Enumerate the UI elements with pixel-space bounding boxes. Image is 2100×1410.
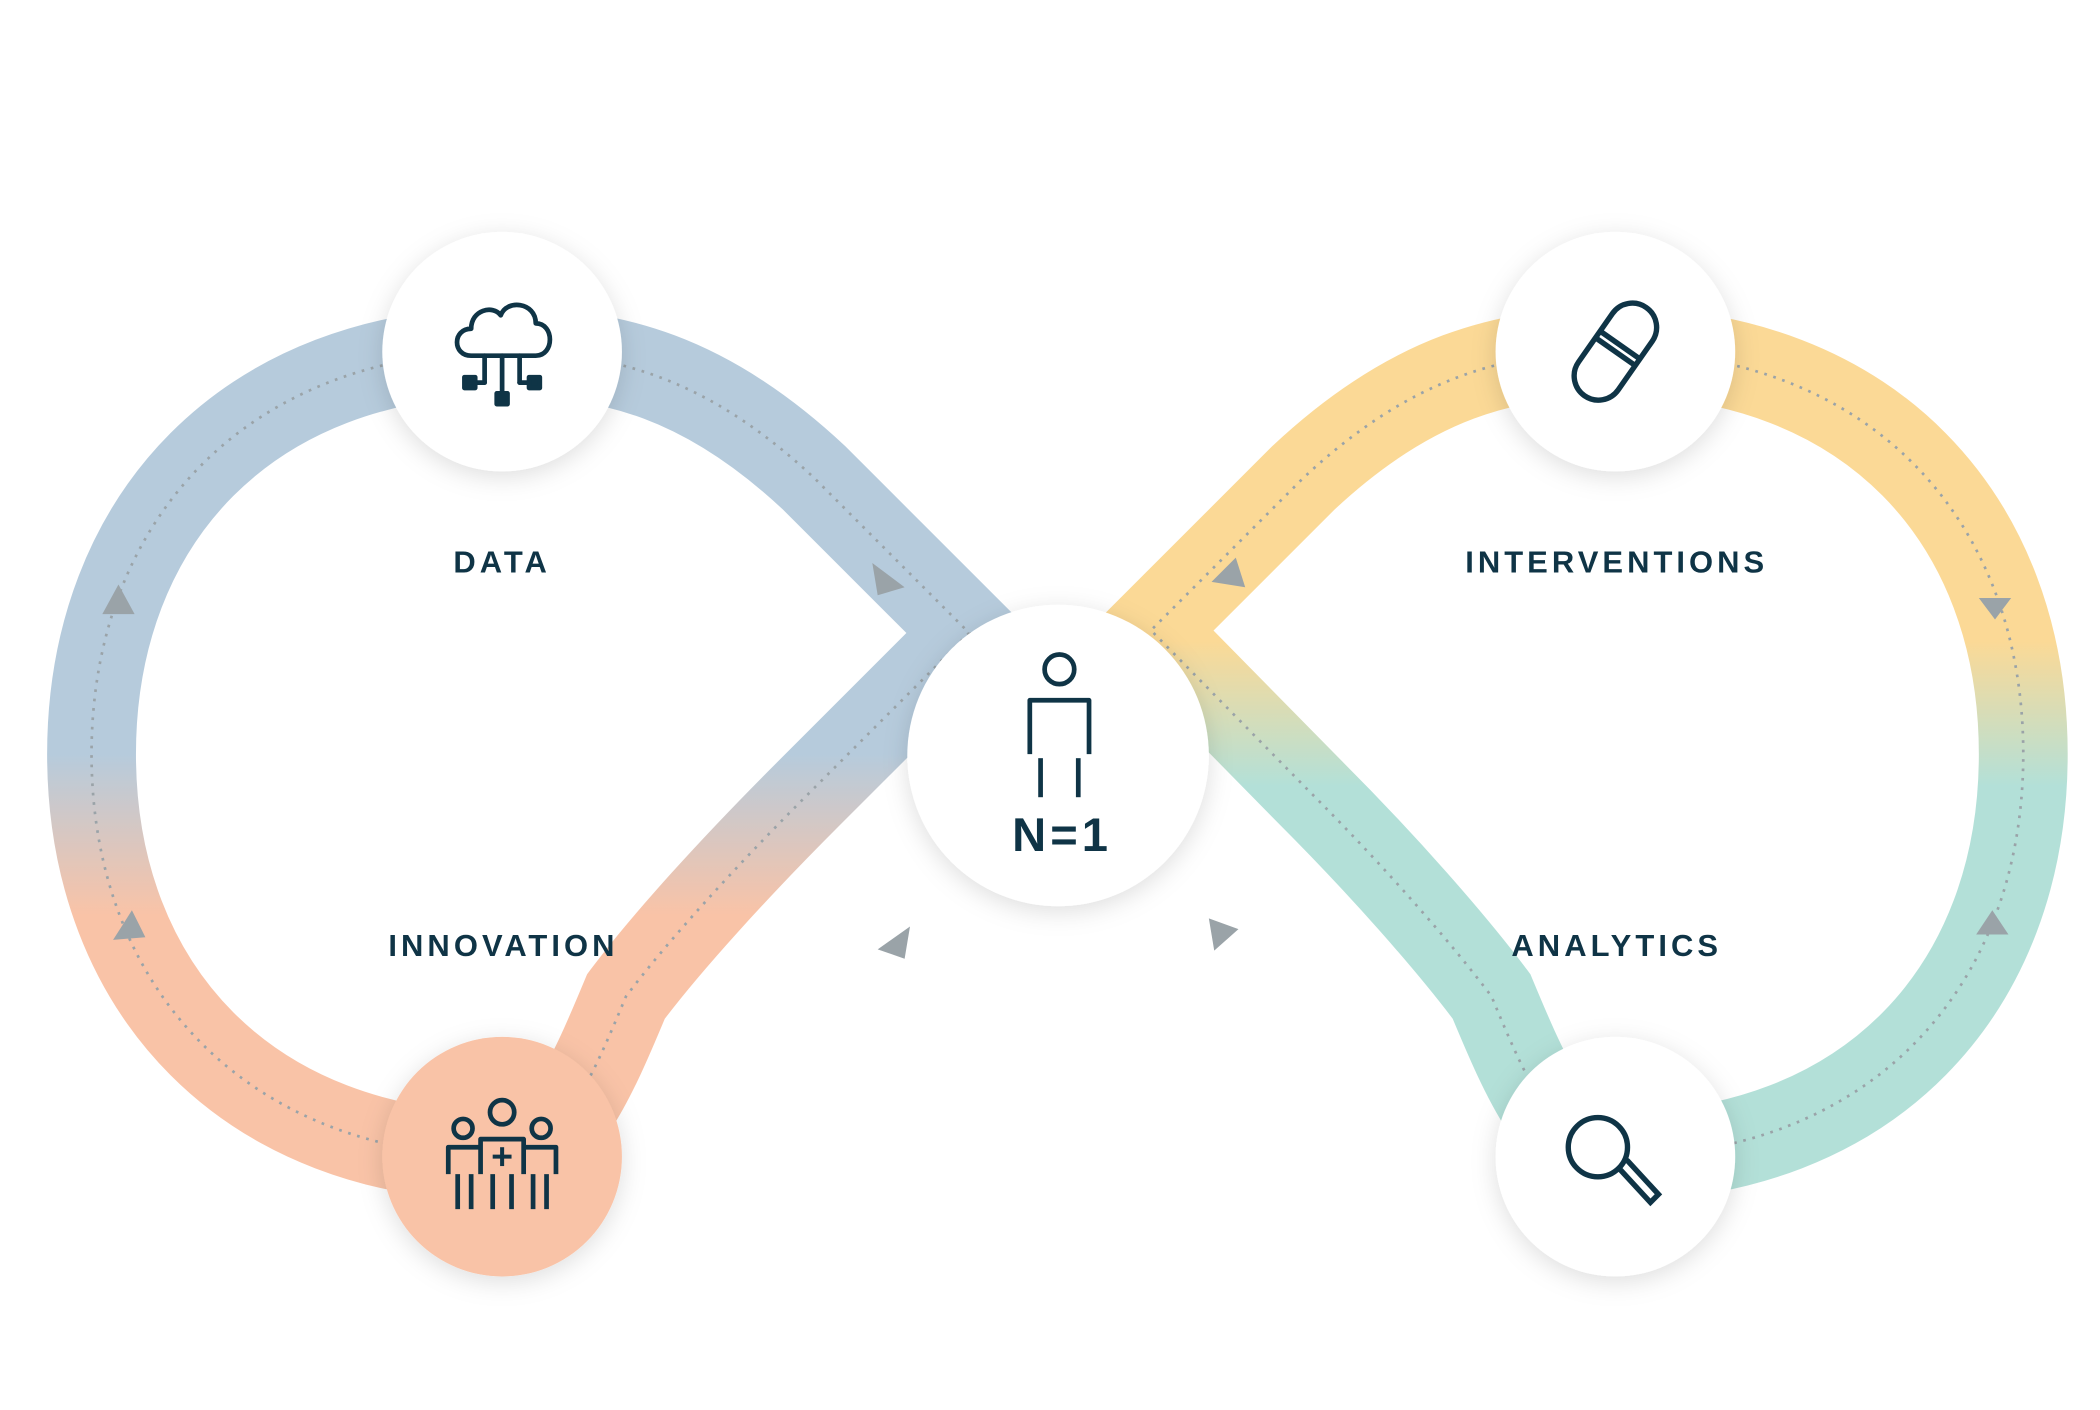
arrow-center-to-interventions: [1211, 557, 1246, 588]
arrow-right-down: [1978, 597, 2012, 620]
arrow-center-to-analytics: [1208, 918, 1239, 951]
medical-team-icon: [445, 1097, 559, 1210]
center-label: N=1: [1012, 808, 1112, 861]
innovation-label: INNOVATION: [388, 928, 618, 963]
data-label: DATA: [453, 544, 551, 579]
interventions-label: INTERVENTIONS: [1465, 544, 1768, 579]
arrow-left-up-upper: [102, 584, 135, 615]
person-icon: [1027, 652, 1092, 798]
arrow-right-up: [1976, 910, 2009, 935]
interventions-node[interactable]: [1495, 231, 1736, 472]
analytics-node[interactable]: [1495, 1036, 1736, 1277]
pill-capsule-icon: [1571, 300, 1660, 403]
innovation-node[interactable]: [382, 1036, 622, 1277]
magnifying-glass-icon: [1565, 1114, 1663, 1207]
arrow-innovation-to-center: [877, 926, 910, 959]
analytics-label: ANALYTICS: [1511, 928, 1722, 963]
arrow-left-up-lower: [113, 910, 146, 940]
center-node[interactable]: N=1: [907, 604, 1209, 907]
right-loop-band: [1088, 307, 2068, 1202]
left-loop-band: [47, 307, 1033, 1202]
arrow-data-to-center: [872, 562, 905, 596]
cloud-network-icon: [454, 302, 553, 407]
data-node[interactable]: [382, 231, 622, 472]
